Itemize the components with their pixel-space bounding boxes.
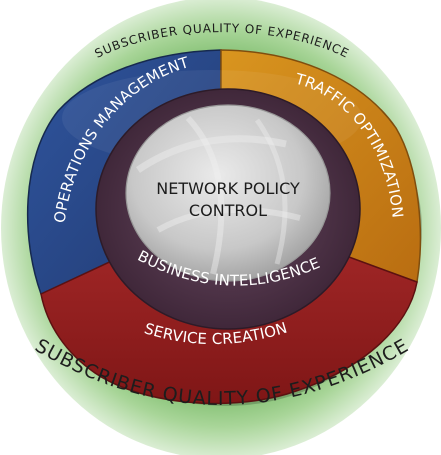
- center-label-line-1: NETWORK POLICY: [156, 179, 300, 198]
- network-policy-core: [125, 104, 331, 282]
- center-label-line-2: CONTROL: [189, 201, 267, 220]
